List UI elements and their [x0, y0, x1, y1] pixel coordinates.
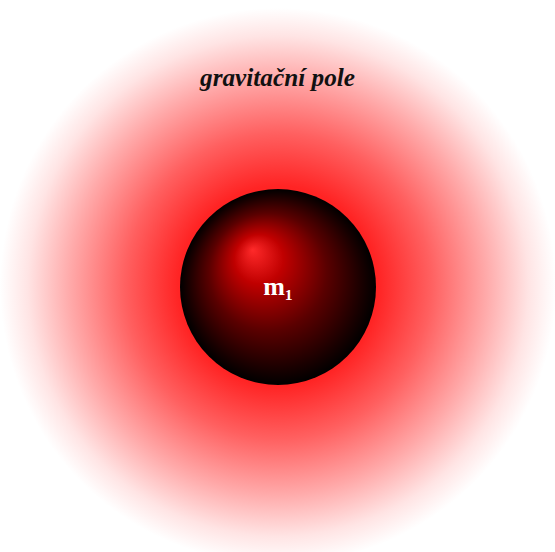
gravity-field-fill — [0, 8, 555, 552]
field-label: gravitační pole — [0, 63, 555, 92]
mass-sphere-fill — [180, 189, 376, 385]
mass-sphere: m₁ — [180, 189, 376, 385]
mass-label: m₁ — [263, 272, 292, 302]
